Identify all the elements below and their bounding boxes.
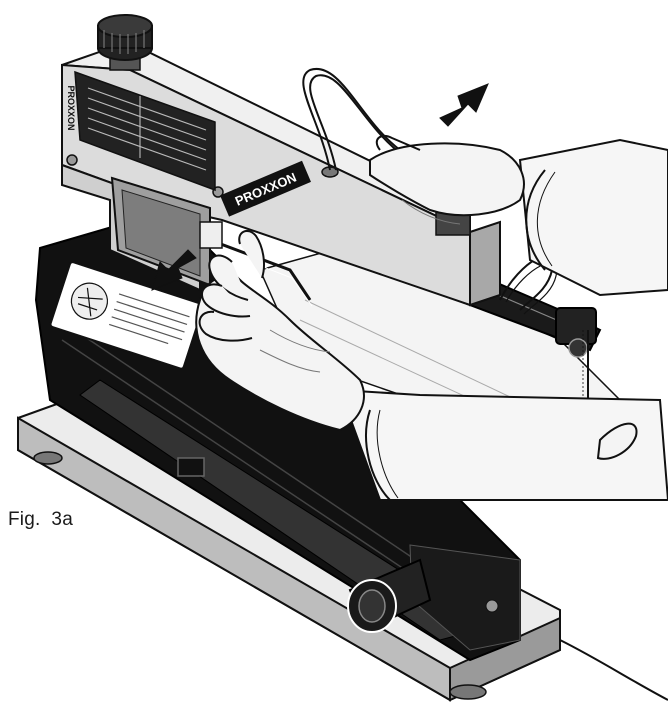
foot bbox=[449, 684, 487, 700]
blade-clamp bbox=[199, 221, 313, 307]
left-hand bbox=[195, 229, 668, 501]
arrow-down-left-icon bbox=[151, 249, 197, 291]
right-hand bbox=[369, 134, 668, 297]
arrow-up-right-icon bbox=[439, 83, 489, 127]
fingertip bbox=[596, 422, 638, 460]
tension-knob-icon[interactable] bbox=[97, 14, 153, 71]
side-brand-label: PROXXON bbox=[66, 85, 76, 130]
figure-caption: Fig. 3a bbox=[8, 509, 73, 530]
blade-warning-label-icon bbox=[49, 261, 205, 370]
clamp-knob-icon[interactable] bbox=[347, 558, 432, 633]
side-brand-badge: PROXXON bbox=[66, 85, 76, 130]
side-screw bbox=[485, 599, 499, 613]
housing-screw bbox=[66, 154, 78, 166]
foot bbox=[33, 451, 63, 465]
power-cable bbox=[559, 639, 668, 701]
